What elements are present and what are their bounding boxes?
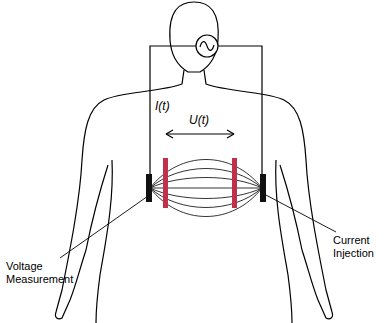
voltage-electrode bbox=[232, 158, 237, 208]
voltage-arrow bbox=[166, 133, 234, 134]
voltage-electrode bbox=[163, 158, 168, 208]
current-electrode bbox=[260, 174, 266, 202]
current-signal-label: I(t) bbox=[154, 100, 171, 113]
left-arm-outline bbox=[55, 70, 184, 319]
ac-source-symbol bbox=[196, 35, 218, 57]
right-inner-arm bbox=[280, 165, 302, 250]
leader-line bbox=[264, 194, 336, 232]
right-arm-outline bbox=[204, 70, 333, 319]
current-electrode bbox=[146, 174, 152, 202]
callout-label: Voltage Measurement bbox=[6, 260, 86, 286]
arrowheads bbox=[166, 130, 234, 138]
ac-tilde bbox=[200, 42, 214, 51]
wire bbox=[218, 46, 262, 176]
wire bbox=[150, 46, 196, 176]
leader-line bbox=[60, 196, 148, 258]
right-torso-side bbox=[276, 160, 292, 323]
head-outline bbox=[170, 2, 218, 72]
left-torso-side bbox=[96, 160, 112, 323]
voltage-signal-label: U(t) bbox=[188, 114, 210, 127]
callout-label: Current Injection bbox=[333, 234, 389, 260]
